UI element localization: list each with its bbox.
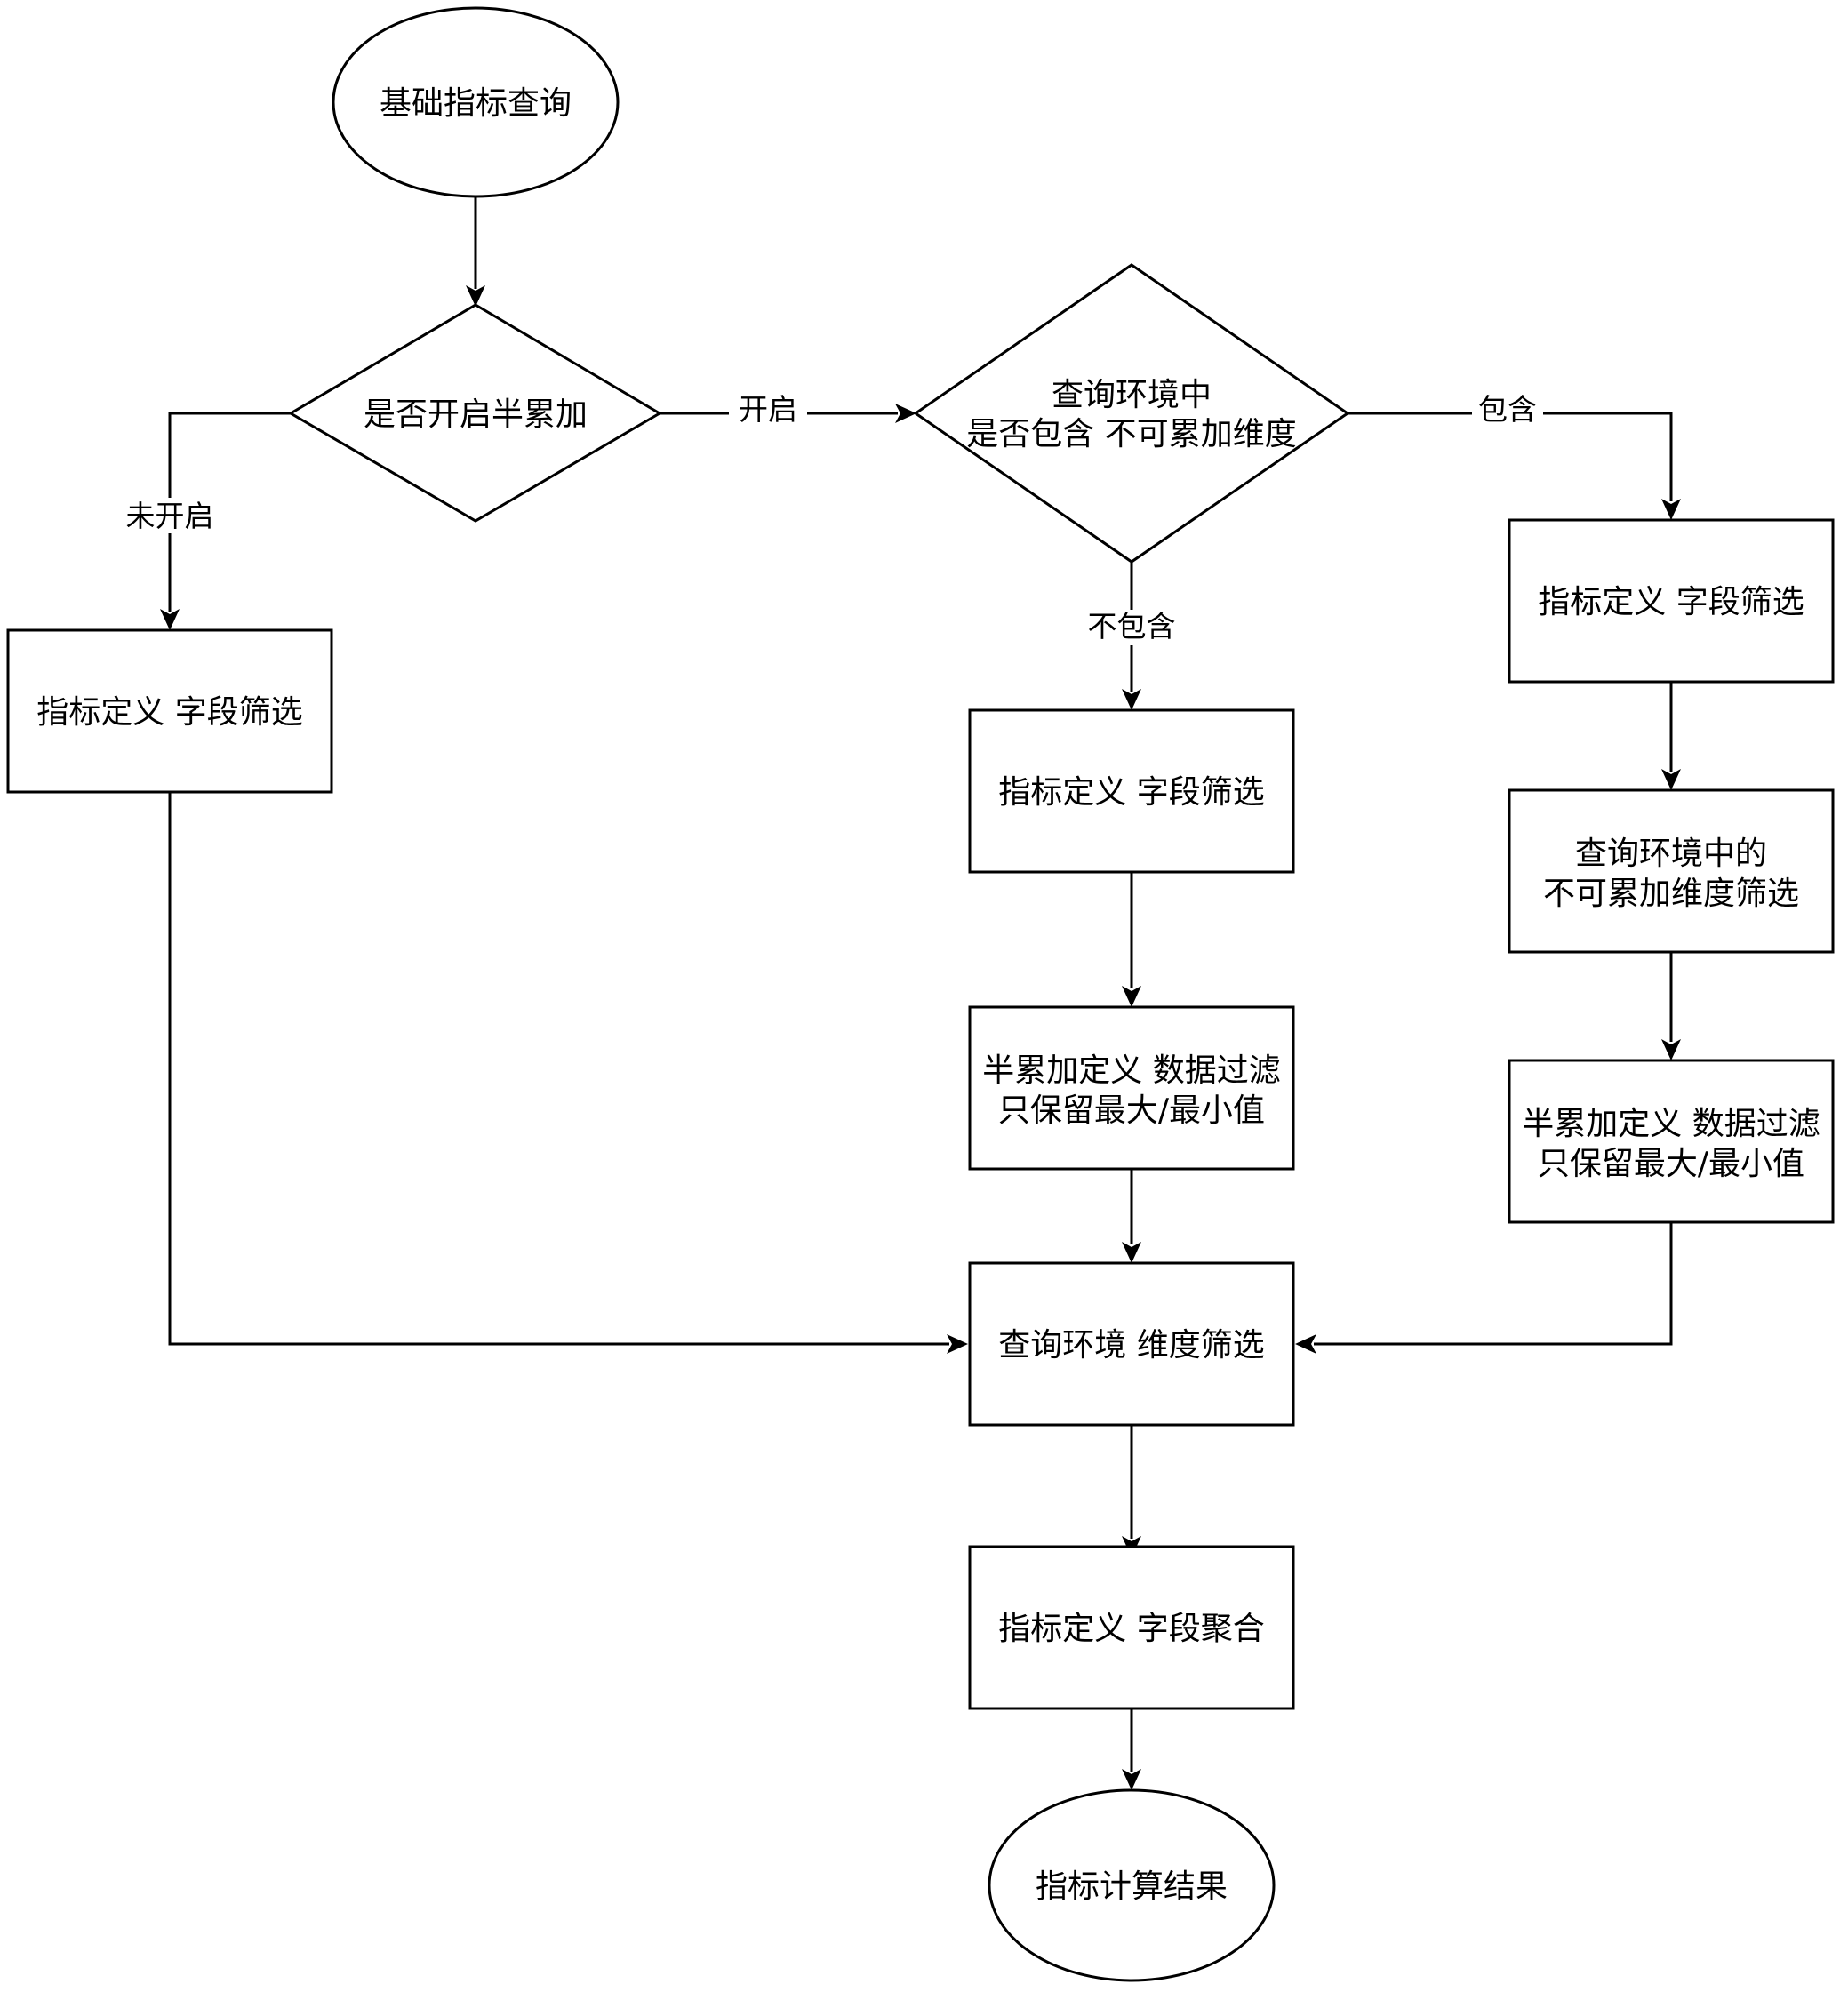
edge-left-merge: [168, 792, 968, 1354]
middle-semi-filter-line2: 只保留最大/最小值: [998, 1092, 1265, 1129]
env-dimension-filter: 查询环境 维度筛选: [968, 1261, 1295, 1427]
edge-not-enabled: [160, 412, 291, 630]
edge-to-end: [1122, 1708, 1141, 1790]
edge-right-2: [1661, 952, 1681, 1060]
left-field-filter: 指标定义 字段筛选: [6, 628, 333, 794]
edges: [160, 196, 1681, 1790]
edge-contains: [1348, 412, 1681, 520]
right-dimension-filter: 查询环境中的 不可累加维度筛选: [1508, 788, 1835, 954]
edge-label-contains: 包含: [1478, 392, 1537, 427]
edge-right-3: [1295, 1222, 1673, 1354]
edge-middle-2: [1122, 1169, 1141, 1263]
decision-contains-dimension-line1: 查询环境中: [1052, 377, 1212, 413]
edge-labels: 开启 未开启 不包含 包含: [116, 392, 1543, 645]
decision-semi-additive-label: 是否开启半累加: [364, 396, 588, 433]
right-field-filter-label: 指标定义 字段筛选: [1538, 584, 1804, 620]
edge-label-enabled: 开启: [739, 392, 797, 427]
decision-contains-dimension-line2: 是否包含 不可累加维度: [966, 416, 1296, 452]
edge-to-aggregation: [1122, 1425, 1141, 1557]
edge-right-1: [1661, 682, 1681, 790]
decision-contains-dimension: 查询环境中 是否包含 不可累加维度: [913, 263, 1350, 564]
field-aggregation: 指标定义 字段聚合: [968, 1545, 1295, 1710]
edge-middle-1: [1122, 872, 1141, 1007]
decision-semi-additive: 是否开启半累加: [288, 303, 662, 523]
field-aggregation-label: 指标定义 字段聚合: [998, 1611, 1264, 1647]
middle-field-filter: 指标定义 字段筛选: [968, 708, 1295, 874]
end-node: 指标计算结果: [988, 1788, 1276, 1982]
start-node-label: 基础指标查询: [380, 85, 572, 122]
middle-semi-filter-line1: 半累加定义 数据过滤: [982, 1052, 1280, 1089]
nodes: 基础指标查询 是否开启半累加 查询环境中 是否包含 不可累加维度 指标定义 字段…: [6, 6, 1835, 1982]
edge-label-not-enabled: 未开启: [126, 499, 214, 533]
start-node: 基础指标查询: [332, 6, 620, 198]
middle-field-filter-label: 指标定义 字段筛选: [998, 774, 1264, 811]
right-semi-filter: 半累加定义 数据过滤 只保留最大/最小值: [1508, 1059, 1835, 1224]
right-semi-filter-line1: 半累加定义 数据过滤: [1522, 1106, 1820, 1142]
right-dimension-filter-line1: 查询环境中的: [1575, 836, 1767, 872]
right-dimension-filter-line2: 不可累加维度筛选: [1543, 876, 1799, 912]
right-semi-filter-line2: 只保留最大/最小值: [1538, 1146, 1804, 1182]
middle-semi-filter: 半累加定义 数据过滤 只保留最大/最小值: [968, 1005, 1295, 1171]
edge-start-to-decision: [466, 196, 485, 307]
edge-label-not-contains: 不包含: [1088, 609, 1176, 644]
right-field-filter: 指标定义 字段筛选: [1508, 518, 1835, 684]
left-field-filter-label: 指标定义 字段筛选: [36, 694, 302, 731]
end-node-label: 指标计算结果: [1036, 1868, 1228, 1905]
env-dimension-filter-label: 查询环境 维度筛选: [998, 1327, 1264, 1364]
